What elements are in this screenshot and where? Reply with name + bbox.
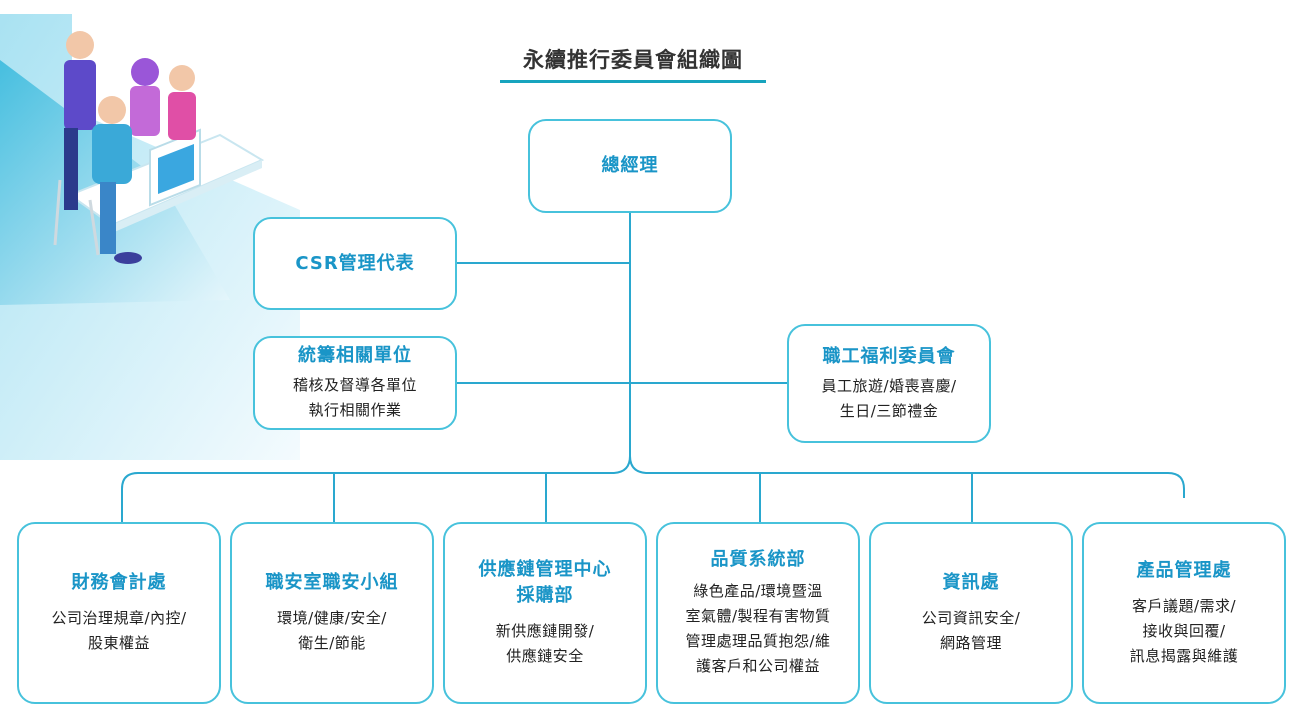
dept-quality-desc: 室氣體/製程有害物質 [685, 607, 831, 625]
dept-supply-chain-label: 供應鏈管理中心 [478, 559, 612, 580]
welfare-desc-line: 生日/三節禮金 [839, 401, 939, 420]
dept-supply-chain-desc: 供應鏈安全 [506, 647, 584, 665]
dept-finance-desc: 股東權益 [87, 634, 150, 652]
team-illustration [0, 14, 300, 460]
dept-it-desc: 公司資訊安全/ [921, 609, 1021, 627]
coordination-units-box: 統籌相關單位 稽核及督導各單位 執行相關作業 [253, 336, 457, 430]
dept-finance-desc: 公司治理規章/內控/ [51, 609, 187, 627]
dept-it-label: 資訊處 [942, 572, 1000, 593]
dept-supply-chain-label: 採購部 [516, 585, 574, 606]
dept-safety-desc: 衛生/節能 [298, 634, 366, 652]
csr-representative-label: CSR管理代表 [295, 252, 415, 274]
dept-quality-desc: 護客戶和公司權益 [695, 657, 820, 675]
dept-quality-desc: 管理處理品質抱怨/維 [685, 632, 831, 650]
dept-it-box: 資訊處 公司資訊安全/ 網路管理 [869, 522, 1073, 704]
chart-title: 永續推行委員會組織圖 [500, 44, 766, 83]
dept-quality-desc: 綠色產品/環境暨溫 [693, 582, 823, 600]
dept-it-desc: 網路管理 [939, 634, 1002, 652]
dept-quality-label: 品質系統部 [710, 549, 806, 570]
dept-product-desc: 訊息揭露與維護 [1129, 646, 1239, 665]
welfare-committee-label: 職工福利委員會 [822, 345, 956, 367]
csr-representative-box: CSR管理代表 [253, 217, 457, 310]
dept-supply-chain-box: 供應鏈管理中心 採購部 新供應鏈開發/ 供應鏈安全 [443, 522, 647, 704]
dept-safety-label: 職安室職安小組 [265, 572, 399, 593]
dept-finance-label: 財務會計處 [71, 572, 167, 593]
general-manager-label: 總經理 [601, 155, 659, 176]
dept-product-desc: 客戶議題/需求/ [1131, 596, 1237, 615]
welfare-desc-line: 員工旅遊/婚喪喜慶/ [821, 376, 957, 395]
dept-quality-box: 品質系統部 綠色產品/環境暨溫 室氣體/製程有害物質 管理處理品質抱怨/維 護客… [656, 522, 860, 704]
coordination-desc-line: 稽核及督導各單位 [292, 376, 417, 394]
dept-safety-desc: 環境/健康/安全/ [277, 609, 387, 627]
dept-supply-chain-desc: 新供應鏈開發/ [495, 622, 595, 640]
general-manager-box: 總經理 [528, 119, 732, 213]
dept-product-desc: 接收與回覆/ [1142, 621, 1226, 640]
dept-safety-box: 職安室職安小組 環境/健康/安全/ 衛生/節能 [230, 522, 434, 704]
coordination-desc-line: 執行相關作業 [308, 401, 402, 419]
dept-finance-box: 財務會計處 公司治理規章/內控/ 股東權益 [17, 522, 221, 704]
dept-product-label: 產品管理處 [1136, 559, 1232, 581]
dept-product-box: 產品管理處 客戶議題/需求/ 接收與回覆/ 訊息揭露與維護 [1082, 522, 1286, 704]
welfare-committee-box: 職工福利委員會 員工旅遊/婚喪喜慶/ 生日/三節禮金 [787, 324, 991, 443]
coordination-units-label: 統籌相關單位 [298, 345, 412, 366]
